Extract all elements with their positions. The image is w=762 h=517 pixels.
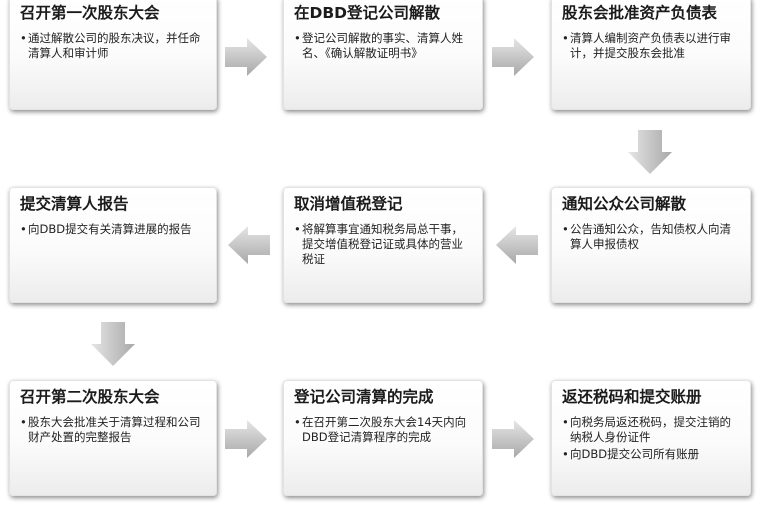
step-bullet: 公告通知公众，告知债权人向清算人申报债权 <box>562 222 740 252</box>
arrow-right-icon <box>492 420 534 458</box>
step-box-public-notice: 通知公众公司解散 公告通知公众，告知债权人向清算人申报债权 <box>551 187 751 303</box>
arrow-left-icon <box>496 226 538 264</box>
step-box-liquidator-report: 提交清算人报告 向DBD提交有关清算进展的报告 <box>9 187 217 303</box>
step-title: 召开第一次股东大会 <box>20 4 160 22</box>
arrow-down-icon <box>91 322 135 366</box>
step-title: 在DBD登记公司解散 <box>294 4 441 22</box>
step-bullet: 股东大会批准关于清算过程和公司财产处置的完整报告 <box>20 415 206 445</box>
step-bullet: 在召开第二次股东大会14天内向DBD登记清算程序的完成 <box>294 415 472 445</box>
arrow-left-icon <box>228 226 270 264</box>
step-title: 股东会批准资产负债表 <box>562 4 718 22</box>
step-bullet: 将解算事宜通知税务局总干事，提交增值税登记证或具体的营业税证 <box>294 222 472 267</box>
step-title: 提交清算人报告 <box>20 195 129 213</box>
step-box-second-shareholder-meeting: 召开第二次股东大会 股东大会批准关于清算过程和公司财产处置的完整报告 <box>9 380 217 496</box>
step-title: 通知公众公司解散 <box>562 195 687 213</box>
step-title: 登记公司清算的完成 <box>294 388 434 406</box>
step-title: 取消增值税登记 <box>294 195 403 213</box>
step-box-register-liquidation-completion: 登记公司清算的完成 在召开第二次股东大会14天内向DBD登记清算程序的完成 <box>283 380 483 496</box>
step-bullet: 登记公司解散的事实、清算人姓名、《确认解散证明书》 <box>294 31 472 61</box>
step-bullet: 向DBD提交有关清算进展的报告 <box>20 222 206 237</box>
step-bullet: 清算人编制资产负债表以进行审计，并提交股东会批准 <box>562 31 740 61</box>
arrow-right-icon <box>225 420 267 458</box>
step-bullet: 向DBD提交公司所有账册 <box>562 447 740 462</box>
step-box-balance-sheet-approval: 股东会批准资产负债表 清算人编制资产负债表以进行审计，并提交股东会批准 <box>551 0 751 110</box>
step-box-register-dissolution: 在DBD登记公司解散 登记公司解散的事实、清算人姓名、《确认解散证明书》 <box>283 0 483 110</box>
step-box-return-tax-id-submit-books: 返还税码和提交账册 向税务局返还税码，提交注销的纳税人身份证件 向DBD提交公司… <box>551 380 751 496</box>
step-title: 召开第二次股东大会 <box>20 388 160 406</box>
arrow-right-icon <box>492 38 534 76</box>
step-bullet: 通过解散公司的股东决议，并任命清算人和审计师 <box>20 31 206 61</box>
step-bullet: 向税务局返还税码，提交注销的纳税人身份证件 <box>562 415 740 445</box>
step-box-cancel-vat: 取消增值税登记 将解算事宜通知税务局总干事，提交增值税登记证或具体的营业税证 <box>283 187 483 303</box>
step-title: 返还税码和提交账册 <box>562 388 702 406</box>
step-box-first-shareholder-meeting: 召开第一次股东大会 通过解散公司的股东决议，并任命清算人和审计师 <box>9 0 217 110</box>
arrow-right-icon <box>225 38 267 76</box>
arrow-down-icon <box>628 130 672 174</box>
